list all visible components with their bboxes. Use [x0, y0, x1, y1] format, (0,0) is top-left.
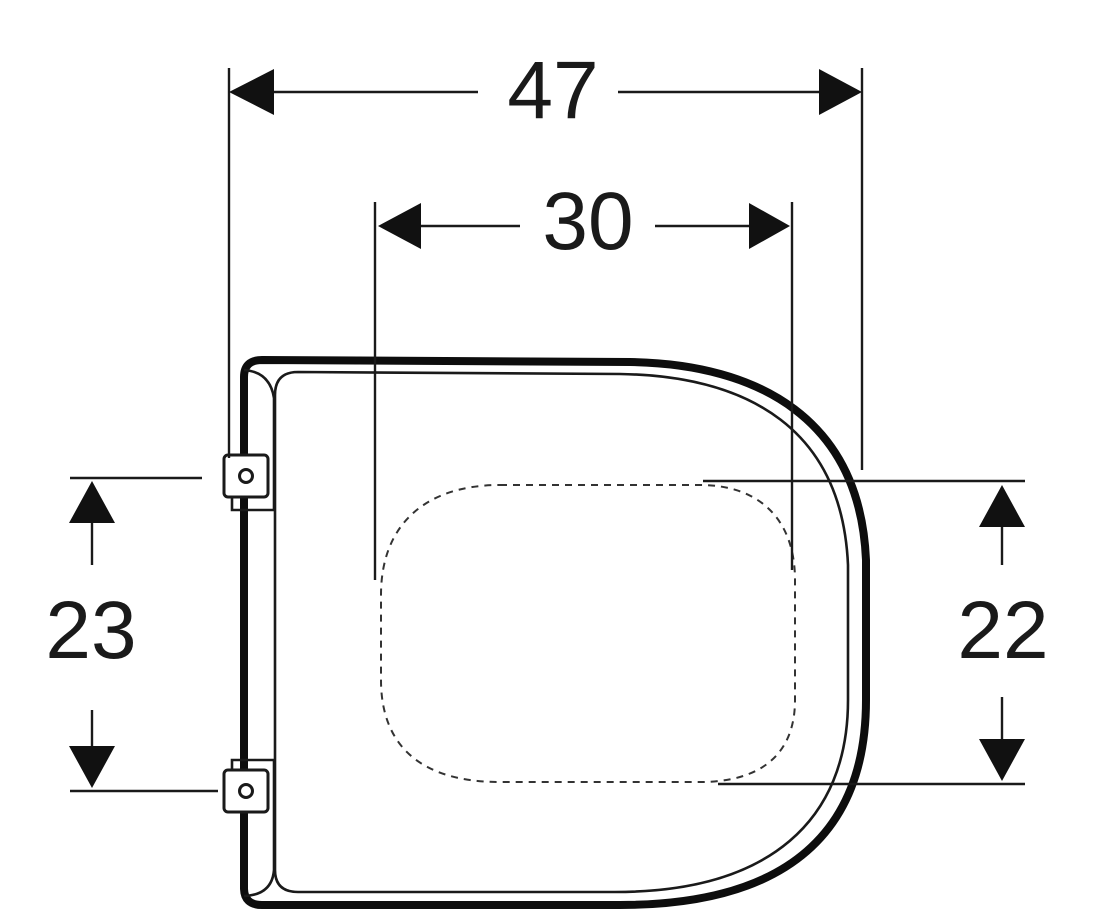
- dimension-label-47: 47: [507, 45, 598, 136]
- arrow-down-icon: [69, 746, 115, 788]
- dimension-label-30: 30: [542, 176, 633, 267]
- seat-inner-outline: [273, 370, 850, 894]
- dimension-inner-depth: 22: [957, 485, 1049, 781]
- hinge-plate: [230, 368, 276, 512]
- arrow-down-icon: [979, 739, 1025, 781]
- dimension-inner-width: 30: [378, 176, 790, 267]
- hinge-plate-lower: [230, 758, 276, 898]
- hinge-lower: [222, 768, 270, 814]
- arrow-right-icon: [749, 203, 790, 249]
- dimension-label-23: 23: [45, 585, 136, 676]
- arrow-up-icon: [69, 481, 115, 523]
- arrow-up-icon: [979, 485, 1025, 527]
- arrow-left-icon: [229, 69, 274, 115]
- arrow-right-icon: [819, 69, 862, 115]
- arrow-left-icon: [378, 203, 421, 249]
- seat-opening-dashed: [380, 484, 796, 783]
- hinge-upper: [222, 453, 270, 499]
- dimension-overall-width: 47: [229, 45, 862, 136]
- dimension-hinge-spacing: 23: [45, 481, 137, 788]
- dimension-label-22: 22: [957, 585, 1048, 676]
- seat-outer-outline: [240, 356, 870, 909]
